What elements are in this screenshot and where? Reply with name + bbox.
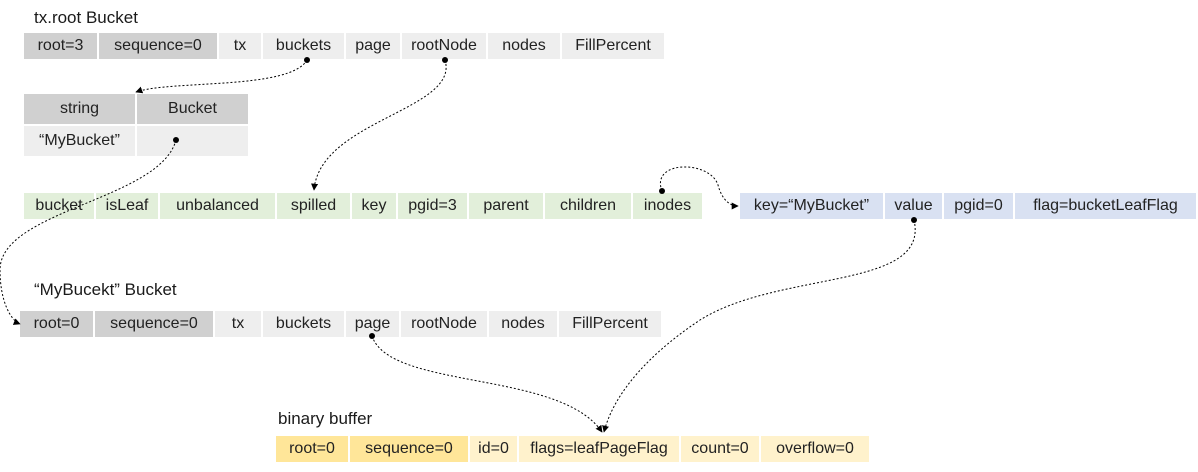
field-page: page (346, 33, 402, 59)
inode-struct: key=“MyBucket” value pgid=0 flag=bucketL… (740, 193, 1196, 219)
inode-field-flag: flag=bucketLeafFlag (1015, 193, 1196, 219)
node-field-pgid: pgid=3 (398, 193, 469, 219)
my-field-rootnode: rootNode (401, 311, 489, 337)
my-field-sequence: sequence=0 (95, 311, 215, 337)
node-field-spilled: spilled (277, 193, 352, 219)
arrow-rootnode-to-node (311, 59, 447, 191)
arrow-buckets-to-map (135, 59, 308, 94)
buckets-map-table: string Bucket “MyBucket” (24, 94, 250, 158)
arrow-mapvalue-to-mybucket (0, 139, 177, 325)
pointer-dot-value (911, 217, 917, 223)
pointer-dot-inodes (659, 188, 665, 194)
root-bucket-title: tx.root Bucket (34, 8, 138, 27)
node-field-key: key (352, 193, 398, 219)
node-field-inodes: inodes (633, 193, 702, 219)
node-field-children: children (545, 193, 633, 219)
node-field-parent: parent (469, 193, 545, 219)
buf-field-root: root=0 (276, 436, 350, 462)
my-field-fillpercent: FillPercent (559, 311, 661, 337)
my-field-nodes: nodes (489, 311, 559, 337)
buf-field-sequence: sequence=0 (350, 436, 470, 462)
buf-field-overflow: overflow=0 (761, 436, 869, 462)
field-sequence: sequence=0 (99, 33, 219, 59)
inode-field-key: key=“MyBucket” (740, 193, 885, 219)
my-field-root: root=0 (20, 311, 95, 337)
my-bucket-title: “MyBucekt” Bucket (34, 280, 177, 299)
field-root: root=3 (24, 33, 99, 59)
binary-buffer-struct: root=0 sequence=0 id=0 flags=leafPageFla… (276, 436, 869, 462)
cell-key: “MyBucket” (24, 125, 137, 158)
buf-field-flags: flags=leafPageFlag (519, 436, 681, 462)
binary-buffer-title: binary buffer (278, 409, 373, 428)
node-struct: bucket isLeaf unbalanced spilled key pgi… (24, 193, 702, 219)
pointer-dot-buckets (304, 57, 310, 63)
buf-field-id: id=0 (470, 436, 519, 462)
my-field-tx: tx (215, 311, 263, 337)
inode-field-pgid: pgid=0 (944, 193, 1015, 219)
root-bucket-struct: root=3 sequence=0 tx buckets page rootNo… (24, 33, 664, 59)
node-field-unbalanced: unbalanced (160, 193, 277, 219)
field-tx: tx (219, 33, 263, 59)
field-nodes: nodes (488, 33, 562, 59)
pointer-dot-rootnode (442, 57, 448, 63)
pointer-dot-page (369, 333, 375, 339)
arrow-page-to-buffer (371, 335, 603, 433)
field-fillpercent: FillPercent (562, 33, 664, 59)
field-buckets: buckets (263, 33, 346, 59)
arrow-inodes-to-inode (659, 166, 739, 210)
my-field-buckets: buckets (263, 311, 346, 337)
header-string: string (24, 94, 137, 126)
node-field-isleaf: isLeaf (96, 193, 160, 219)
buf-field-count: count=0 (681, 436, 761, 462)
arrow-value-to-buffer (602, 219, 916, 433)
my-bucket-struct: root=0 sequence=0 tx buckets page rootNo… (20, 311, 661, 337)
table-header-row: string Bucket (24, 94, 250, 126)
header-bucket: Bucket (136, 94, 250, 126)
my-field-page: page (346, 311, 401, 337)
field-rootnode: rootNode (402, 33, 488, 59)
pointer-dot-map-value (173, 137, 179, 143)
inode-field-value: value (885, 193, 944, 219)
cell-value (136, 125, 250, 158)
table-row: “MyBucket” (24, 125, 250, 158)
